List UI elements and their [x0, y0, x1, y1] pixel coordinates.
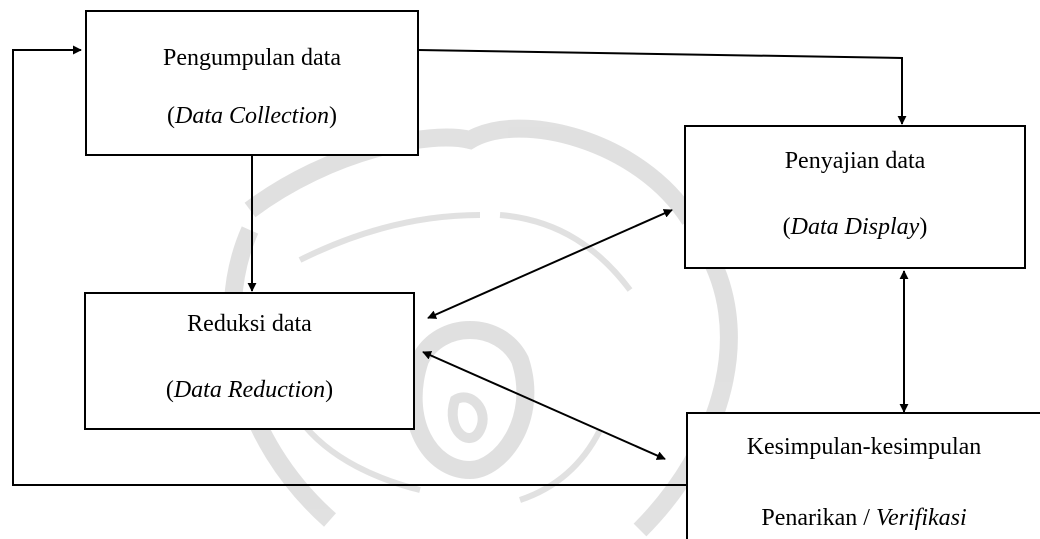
node-subtitle: (Data Collection): [87, 102, 417, 130]
subtitle-prefix: Penarikan /: [761, 505, 876, 531]
subtitle-prefix: (: [165, 377, 174, 403]
edge-conclusion-collection: [12, 45, 686, 486]
node-subtitle: (Data Display): [686, 213, 1024, 241]
node-subtitle: Penarikan / Verifikasi: [688, 504, 1040, 532]
subtitle-prefix: (: [167, 103, 175, 129]
node-title: Penyajian data: [784, 148, 926, 174]
subtitle-term: Data Reduction: [173, 377, 326, 403]
edge-display-reduction: [427, 209, 673, 319]
node-data-collection: Pengumpulan data (Data Collection): [85, 10, 419, 156]
subtitle-suffix: ): [325, 377, 334, 403]
subtitle-term: Data Collection: [175, 103, 329, 129]
subtitle-term: Data Display: [790, 214, 920, 240]
edge-reduction-conclusion: [422, 351, 666, 460]
node-subtitle: (Data Reduction): [86, 376, 413, 404]
node-conclusion: Kesimpulan-kesimpulan Penarikan / Verifi…: [686, 412, 1040, 539]
node-data-reduction: Reduksi data (Data Reduction): [84, 292, 415, 430]
subtitle-suffix: ): [328, 103, 337, 129]
subtitle-prefix: (: [782, 214, 791, 240]
subtitle-term: Verifikasi: [875, 505, 967, 531]
subtitle-suffix: ): [919, 214, 928, 240]
edge-collection-display: [417, 49, 907, 125]
node-data-display: Penyajian data (Data Display): [684, 125, 1026, 269]
node-title: Kesimpulan-kesimpulan: [746, 434, 982, 460]
node-title: Reduksi data: [187, 311, 312, 337]
node-title: Pengumpulan data: [163, 45, 341, 71]
